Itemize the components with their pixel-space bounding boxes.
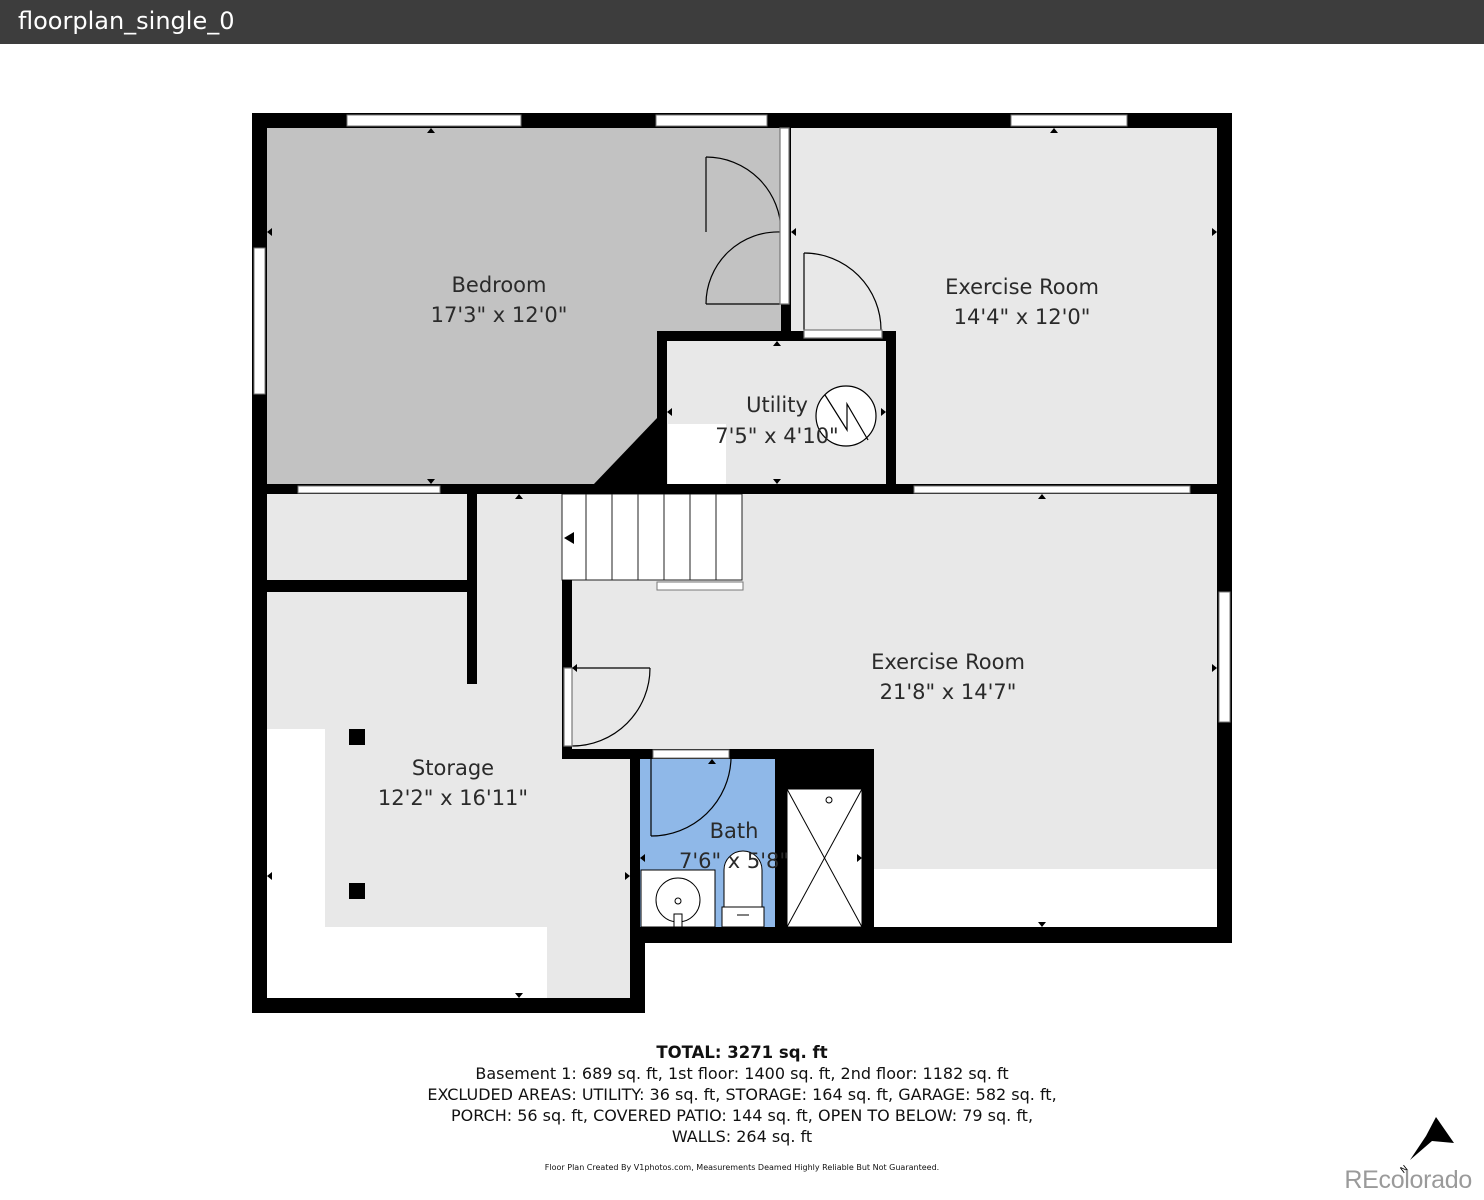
exercise-room-alcove [874, 869, 1217, 927]
doors [563, 127, 883, 837]
watermark-logo: REcolorado [1344, 1166, 1472, 1194]
toilet-icon [721, 850, 765, 928]
room-label-storage: Storage 12'2" x 16'11" [378, 756, 528, 810]
svg-text:Exercise Room: Exercise Room [871, 650, 1025, 674]
hall-closet-floor [267, 494, 467, 580]
walls-area-line: WALLS: 264 sq. ft [671, 1127, 813, 1146]
svg-text:Bedroom: Bedroom [452, 273, 547, 297]
room-label-exercise-room-upper: Exercise Room 14'4" x 12'0" [945, 275, 1099, 329]
room-label-utility: Utility 7'5" x 4'10" [715, 393, 838, 448]
bedroom-floor [267, 128, 781, 486]
excluded-areas-line: PORCH: 56 sq. ft, COVERED PATIO: 144 sq.… [450, 1106, 1034, 1125]
area-breakdown-line: Basement 1: 689 sq. ft, 1st floor: 1400 … [475, 1064, 1009, 1083]
svg-text:Utility: Utility [746, 393, 808, 417]
windows [253, 114, 1231, 759]
disclaimer-text: Floor Plan Created By V1photos.com, Meas… [544, 1163, 940, 1172]
total-area: TOTAL: 3271 sq. ft [656, 1043, 828, 1062]
window-title: floorplan_single_0 [18, 7, 235, 35]
bath-fixtures [640, 788, 863, 928]
svg-text:N: N [1399, 1164, 1410, 1176]
north-arrow-icon: N [1399, 1117, 1454, 1176]
room-label-bedroom: Bedroom 17'3" x 12'0" [431, 273, 568, 327]
utility-water-heater-base [668, 424, 726, 484]
room-label-bath: Bath 7'6" x 5'8" [679, 819, 789, 873]
svg-text:Bath: Bath [710, 819, 759, 843]
water-heater-icon [815, 385, 877, 447]
svg-text:14'4" x 12'0": 14'4" x 12'0" [954, 305, 1091, 329]
storage-shelf [267, 729, 325, 998]
title-bar: floorplan_single_0 [0, 0, 1484, 44]
area-summary: TOTAL: 3271 sq. ft Basement 1: 689 sq. f… [292, 1042, 1192, 1147]
dimension-ticks [267, 128, 1217, 998]
room-label-exercise-room-main: Exercise Room 21'8" x 14'7" [871, 650, 1025, 704]
excluded-areas-line: EXCLUDED AREAS: UTILITY: 36 sq. ft, STOR… [427, 1085, 1057, 1104]
storage-counter [325, 927, 547, 998]
svg-text:7'6" x 5'8": 7'6" x 5'8" [679, 849, 789, 873]
svg-text:7'5" x 4'10": 7'5" x 4'10" [715, 424, 838, 448]
svg-text:12'2" x 16'11": 12'2" x 16'11" [378, 786, 528, 810]
staircase [561, 493, 743, 581]
svg-text:21'8" x 14'7": 21'8" x 14'7" [880, 680, 1017, 704]
svg-text:Exercise Room: Exercise Room [945, 275, 1099, 299]
svg-text:17'3" x 12'0": 17'3" x 12'0" [431, 303, 568, 327]
storage-floor [267, 494, 630, 998]
svg-text:Storage: Storage [412, 756, 494, 780]
